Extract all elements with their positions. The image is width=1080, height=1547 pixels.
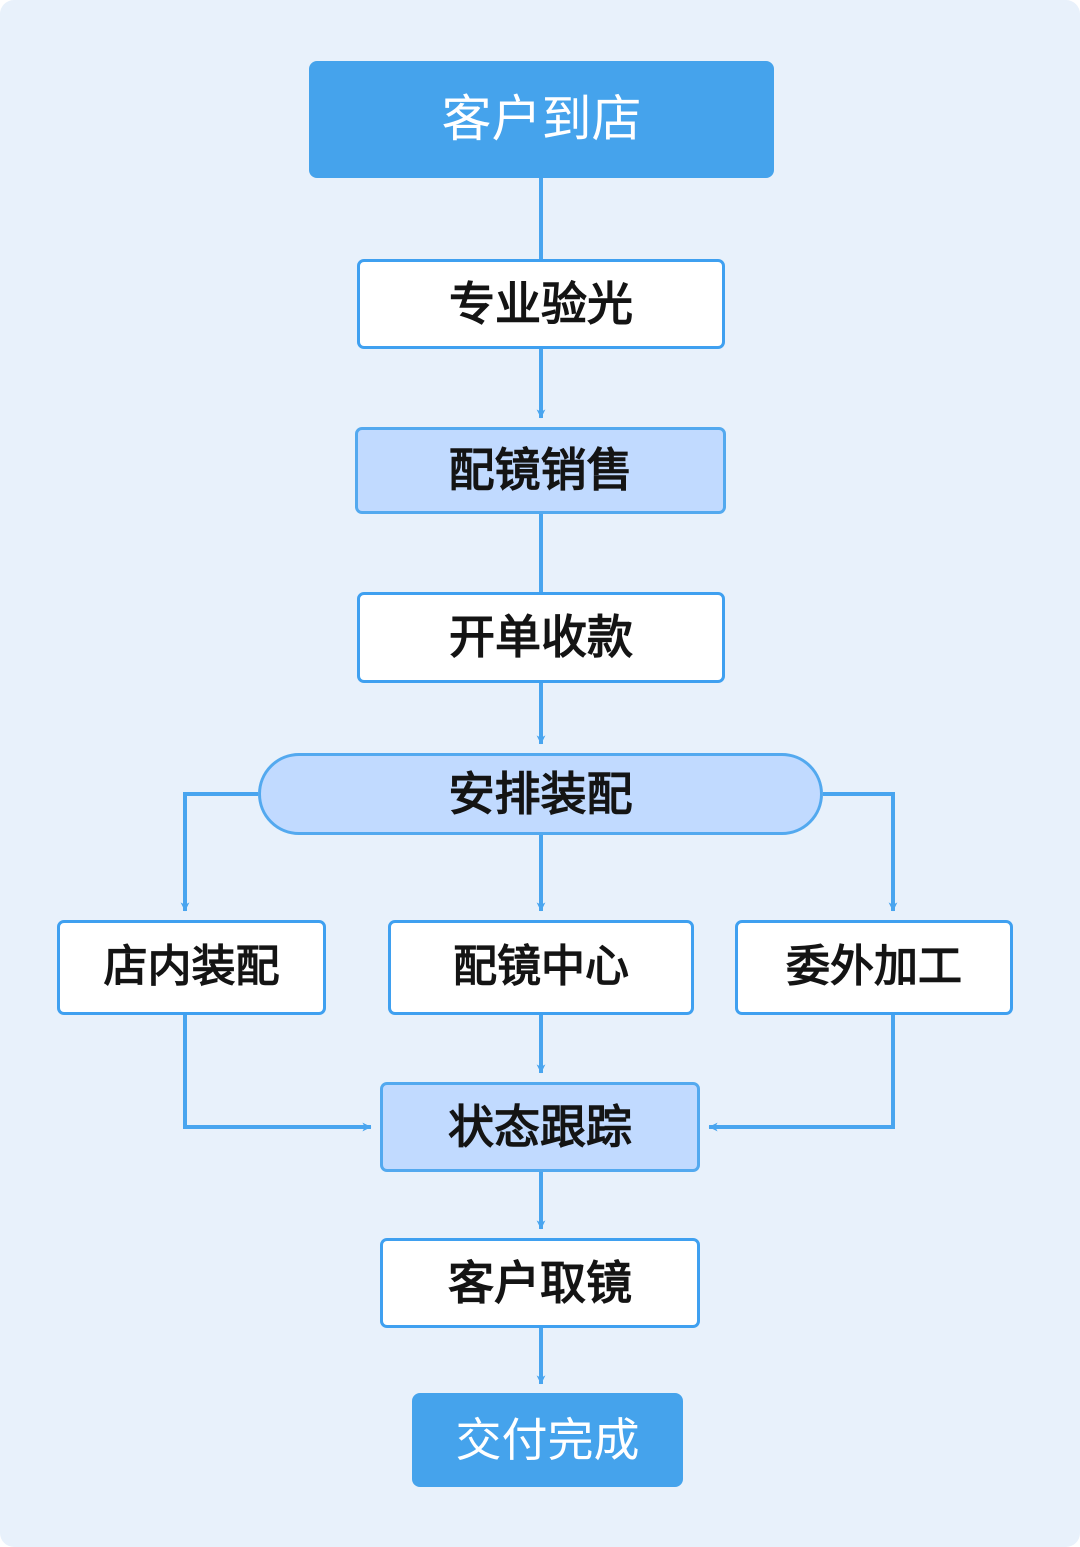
node-professional-optometry[interactable]: 专业验光 (357, 259, 725, 349)
edge-assign-outsourced (823, 792, 898, 912)
node-outsourced-processing[interactable]: 委外加工 (735, 920, 1013, 1015)
node-eyewear-sales[interactable]: 配镜销售 (355, 427, 726, 514)
node-delivery-complete[interactable]: 交付完成 (412, 1393, 683, 1487)
edge-outsourced-tracking (708, 1015, 895, 1132)
edge-instore-tracking (183, 1015, 372, 1132)
node-arrange-assembly[interactable]: 安排装配 (258, 753, 823, 835)
node-customer-arrives[interactable]: 客户到店 (309, 61, 774, 178)
node-customer-pickup[interactable]: 客户取镜 (380, 1238, 700, 1328)
node-billing-payment[interactable]: 开单收款 (357, 592, 725, 683)
node-in-store-assembly[interactable]: 店内装配 (57, 920, 326, 1015)
edge-assign-instore (180, 792, 258, 912)
node-status-tracking[interactable]: 状态跟踪 (380, 1082, 700, 1172)
node-lens-center[interactable]: 配镜中心 (388, 920, 694, 1015)
